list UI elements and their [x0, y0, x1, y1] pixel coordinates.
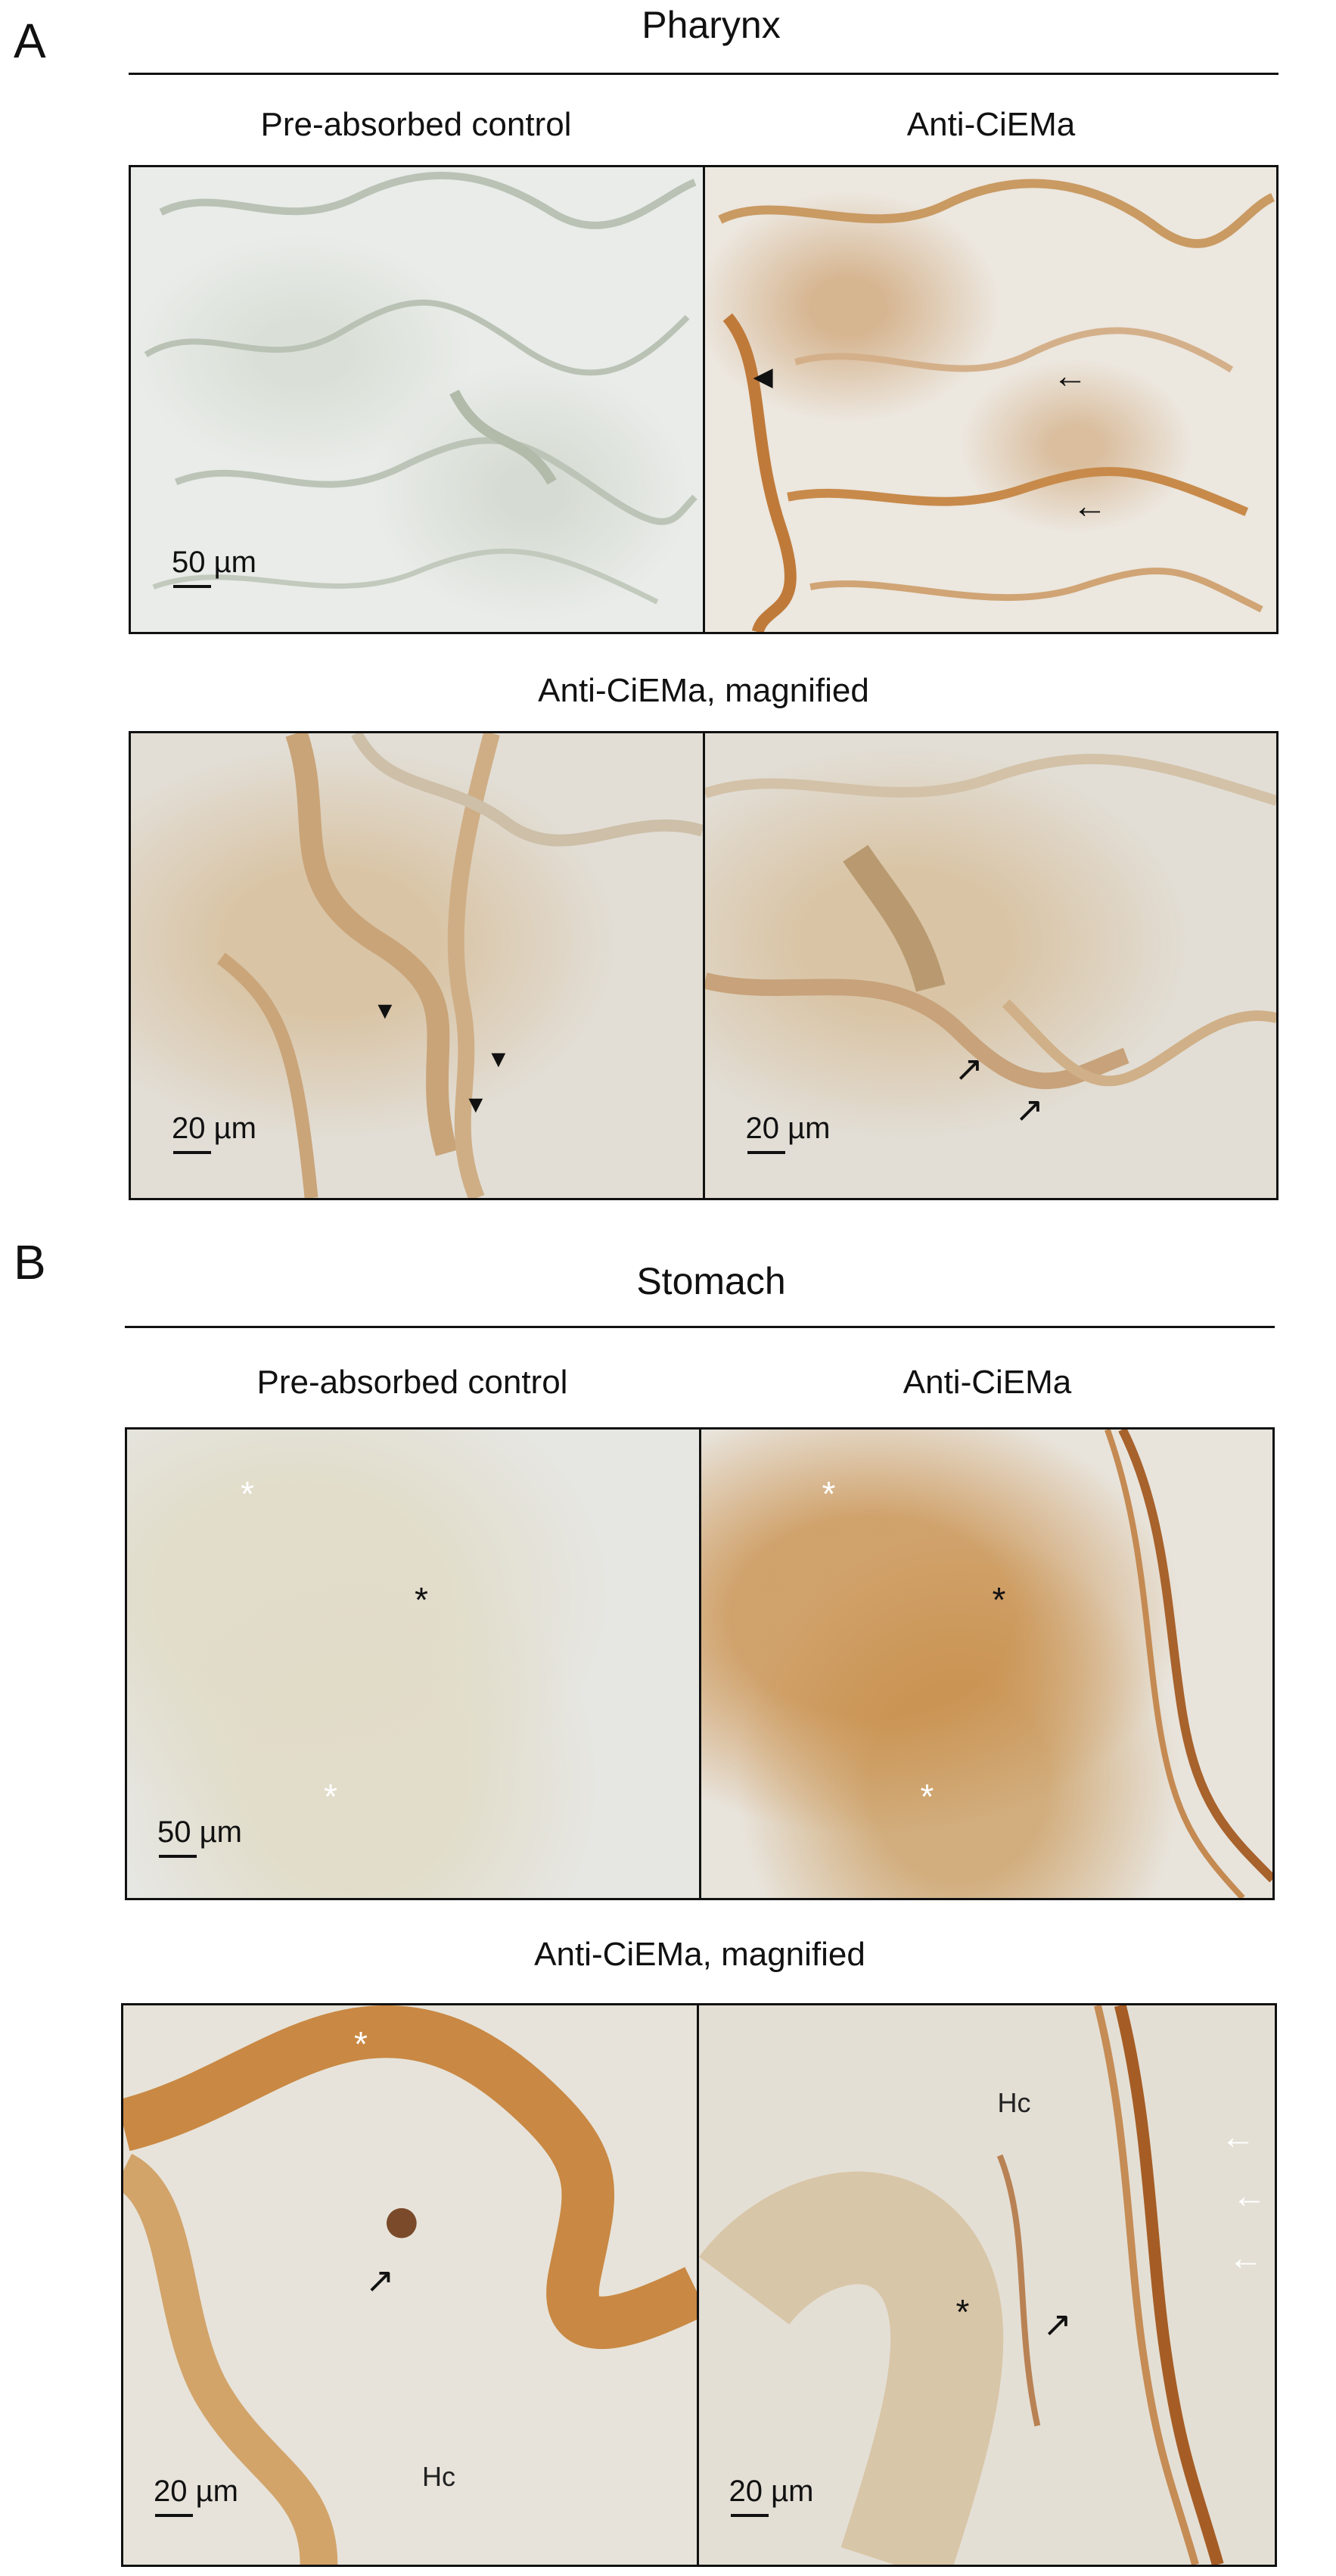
pharynx-mag-frame: ▼ ▼ ▼ 20 µm ↗ ↗ 20 µm: [129, 731, 1279, 1200]
scale-bar-line: [173, 585, 211, 588]
scale-bar-line: [730, 2514, 769, 2517]
stomach-mag-right-scale-label: 20 µm: [729, 2475, 814, 2508]
stomach-mag-left-scale-label: 20 µm: [154, 2475, 238, 2508]
stomach-mag-right-hc: Hc: [997, 2087, 1031, 2118]
stomach-anti-asterisk-3: *: [920, 1777, 934, 1816]
pharynx-anti-arrow-1: ←: [1052, 356, 1088, 395]
stomach-mag-left-arrow: ↗: [365, 2260, 395, 2300]
pharynx-mag-arrowhead-3: ▼: [464, 1090, 488, 1118]
pharynx-mag-arrow-2: ↗: [1014, 1090, 1045, 1129]
stomach-mag-right-white-arrow-3: ←: [1228, 2238, 1263, 2277]
panel-letter-a: A: [14, 14, 46, 68]
pharynx-mag-right-scale-label: 20 µm: [745, 1112, 831, 1145]
pharynx-top-frame: 50 µm ◀ ← ←: [129, 165, 1279, 634]
stomach-mag-left-image: * ↗ Hc 20 µm: [123, 2005, 697, 2565]
stomach-control-asterisk-2: *: [415, 1580, 428, 1619]
pharynx-mag-arrowhead-2: ▼: [486, 1045, 511, 1072]
scale-bar-line: [155, 2514, 193, 2517]
pharynx-col-right-label: Anti-CiEMa: [906, 106, 1076, 143]
pharynx-anti-tissue: [717, 179, 1275, 632]
pharynx-anti-arrowhead: ◀: [753, 362, 773, 391]
stomach-mag-frame: * ↗ Hc 20 µm Hc * ↗ ← ← ← 20 µm: [121, 2003, 1277, 2567]
stomach-top-scalebar: 50 µm: [157, 1815, 242, 1858]
stomach-mag-right-asterisk: *: [955, 2292, 970, 2332]
stomach-title: Stomach: [636, 1260, 786, 1302]
pharynx-magnified-label: Anti-CiEMa, magnified: [538, 672, 869, 709]
stomach-col-right-label: Anti-CiEMa: [903, 1364, 1072, 1401]
panel-letter-b: B: [14, 1235, 46, 1290]
stomach-magnified-label: Anti-CiEMa, magnified: [534, 1936, 865, 1973]
stomach-mag-left-scalebar: 20 µm: [154, 2475, 238, 2517]
stomach-mag-left-asterisk: *: [354, 2024, 368, 2064]
stomach-mag-left-tissue: [123, 2005, 697, 2565]
scale-bar-line: [159, 1855, 197, 1858]
stomach-mag-right-image: Hc * ↗ ← ← ← 20 µm: [696, 2005, 1275, 2565]
stomach-anti-asterisk-1: *: [822, 1474, 836, 1514]
pharynx-mag-arrow-1: ↗: [954, 1049, 984, 1088]
pharynx-rule: [129, 73, 1279, 75]
stomach-anti-tissue: [1104, 1430, 1272, 1898]
pharynx-top-scale-label: 50 µm: [172, 546, 256, 579]
pharynx-mag-arrowhead-1: ▼: [373, 997, 397, 1024]
pharynx-mag-left-image: ▼ ▼ ▼ 20 µm: [131, 733, 703, 1198]
stomach-mag-right-tissue: [698, 2005, 1224, 2565]
pharynx-mag-left-scalebar: 20 µm: [172, 1112, 256, 1154]
scale-bar-line: [747, 1151, 785, 1154]
pharynx-title: Pharynx: [642, 4, 781, 46]
stomach-mag-right-arrow: ↗: [1042, 2304, 1073, 2344]
pharynx-mag-right-scalebar: 20 µm: [745, 1112, 831, 1154]
stomach-control-asterisk-1: *: [241, 1474, 254, 1514]
pharynx-control-tissue: [144, 171, 698, 605]
pharynx-col-left-label: Pre-absorbed control: [260, 106, 572, 143]
pharynx-mag-right-tissue: [704, 754, 1276, 1090]
stomach-top-scale-label: 50 µm: [157, 1815, 242, 1849]
stomach-control-image: * * * 50 µm: [127, 1430, 699, 1898]
pharynx-mag-left-tissue: [216, 733, 703, 1198]
stomach-anti-image: * * *: [698, 1430, 1272, 1898]
stomach-rule: [125, 1326, 1275, 1328]
stomach-col-left-label: Pre-absorbed control: [256, 1364, 568, 1401]
pharynx-control-image: 50 µm: [131, 167, 703, 632]
stomach-top-frame: * * * 50 µm * * *: [125, 1427, 1275, 1900]
stomach-anti-asterisk-2: *: [992, 1580, 1006, 1619]
stomach-control-asterisk-3: *: [324, 1777, 337, 1816]
stomach-mag-left-hc: Hc: [422, 2461, 455, 2492]
stomach-mag-right-scalebar: 20 µm: [729, 2475, 814, 2517]
stomach-mag-right-white-arrow-2: ←: [1232, 2176, 1267, 2215]
stomach-mag-right-white-arrow-1: ←: [1220, 2117, 1256, 2156]
scale-bar-line: [173, 1151, 211, 1154]
pharynx-anti-image: ◀ ← ←: [702, 167, 1276, 632]
pharynx-top-scalebar: 50 µm: [172, 546, 256, 588]
pharynx-mag-left-scale-label: 20 µm: [172, 1112, 256, 1145]
pharynx-anti-arrow-2: ←: [1072, 486, 1108, 525]
pharynx-mag-right-image: ↗ ↗ 20 µm: [702, 733, 1276, 1198]
